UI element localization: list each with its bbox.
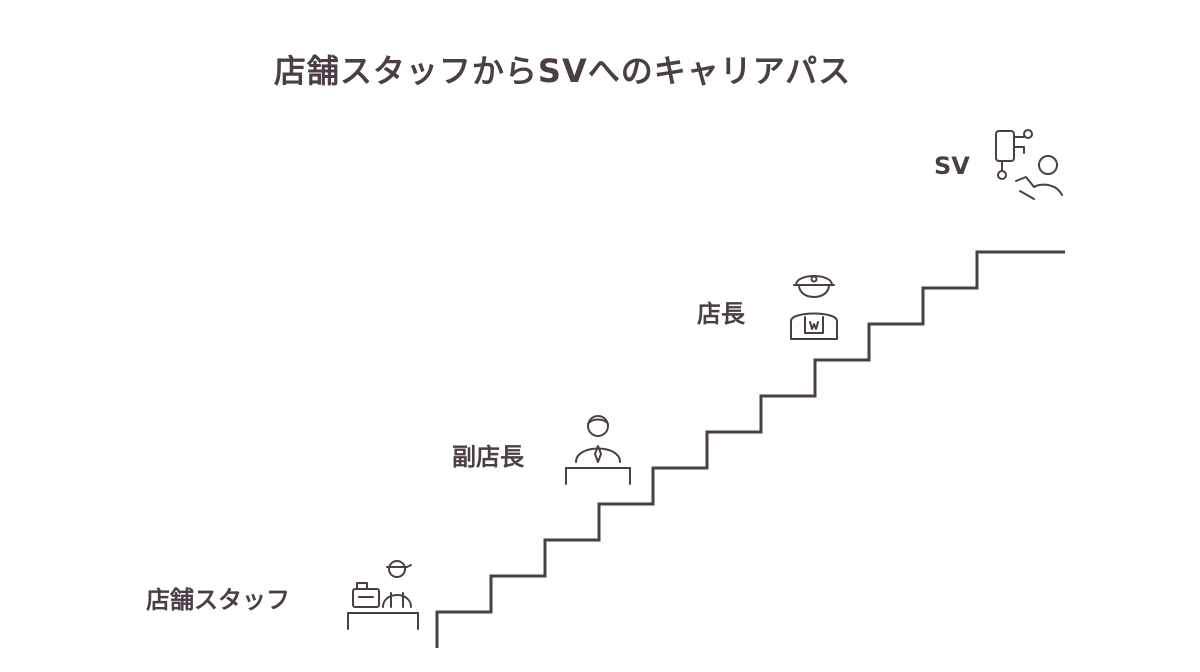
store-manager-icon [785,267,843,345]
supervisor-icon [990,123,1070,203]
stage-label-supervisor: SV [934,152,970,180]
assistant-manager-icon [562,412,636,486]
stage-label-store-manager: 店長 [697,300,745,328]
stage-label-assistant-manager: 副店長 [452,443,524,471]
diagram-title: 店舗スタッフからSVへのキャリアパス [273,52,852,90]
cashier-staff-icon [345,555,425,633]
stage-label-store-staff: 店舗スタッフ [146,586,290,614]
